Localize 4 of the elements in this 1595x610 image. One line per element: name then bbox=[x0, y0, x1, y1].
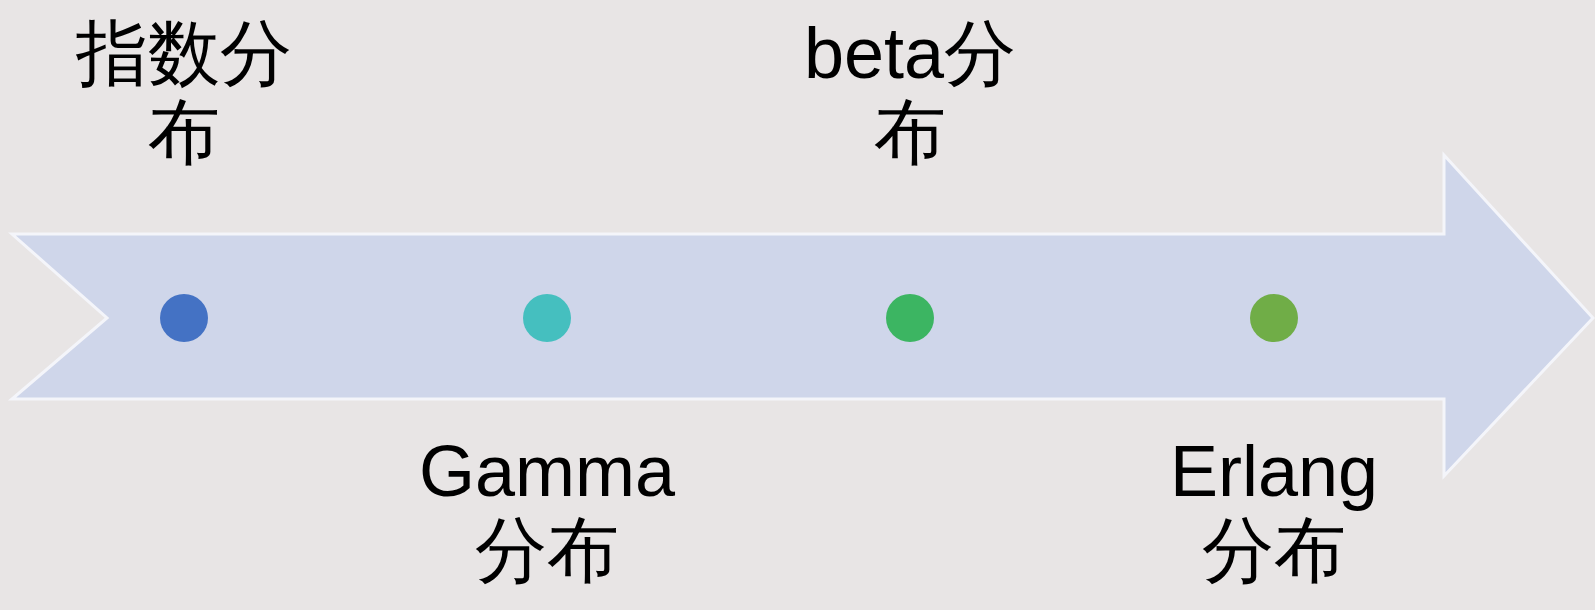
milestone-label: Erlang分布 bbox=[1168, 432, 1380, 591]
milestone-label: Gamma分布 bbox=[417, 432, 676, 591]
milestone-label: beta分布 bbox=[802, 13, 1018, 172]
milestone-label: 指数分布 bbox=[75, 13, 293, 172]
